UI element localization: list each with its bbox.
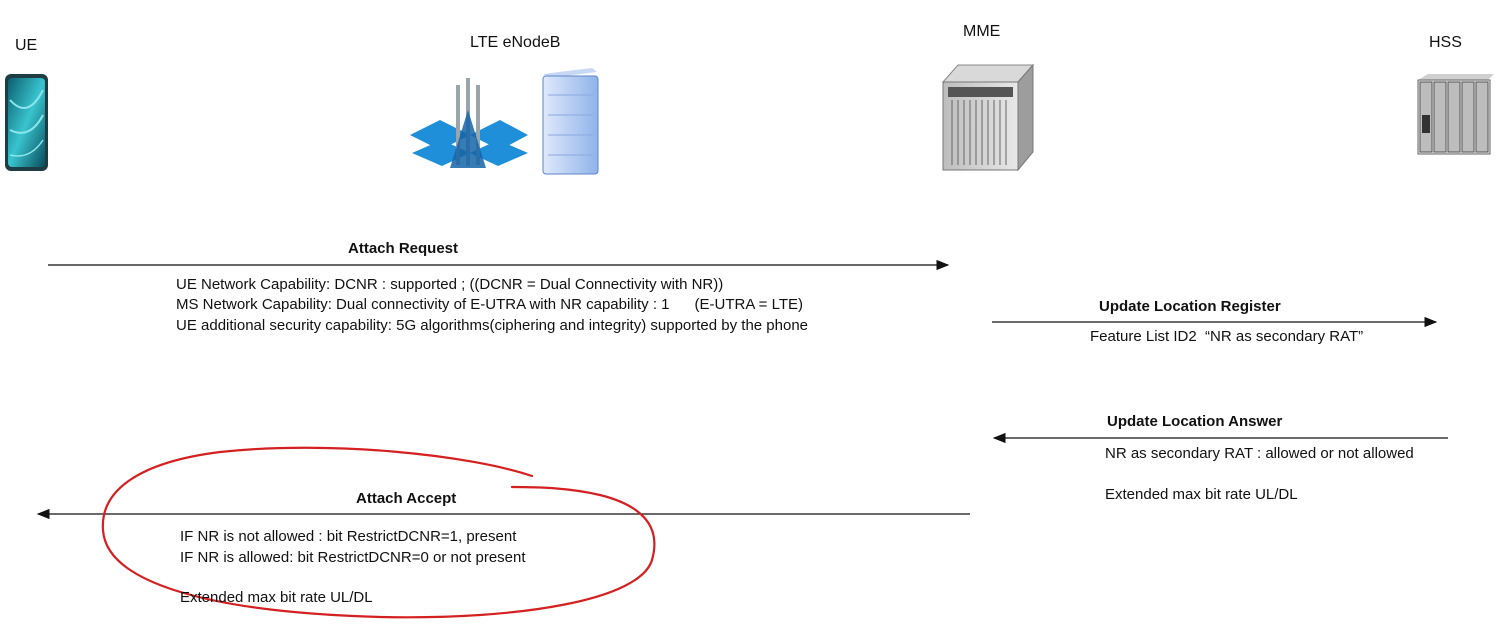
node-label-mme: MME: [963, 23, 1001, 40]
update-location-answer-title: Update Location Answer: [1107, 413, 1283, 430]
attach-request-line: UE Network Capability: DCNR : supported …: [176, 276, 724, 293]
attach-request-line: UE additional security capability: 5G al…: [176, 317, 809, 334]
attach-accept-title: Attach Accept: [356, 490, 457, 507]
update-location-answer-line: Extended max bit rate UL/DL: [1105, 486, 1298, 503]
node-label-hss: HSS: [1429, 34, 1462, 51]
update-location-register-title: Update Location Register: [1099, 298, 1281, 315]
attach-request-line: MS Network Capability: Dual connectivity…: [176, 296, 803, 313]
attach-request-title: Attach Request: [348, 240, 459, 257]
attach-accept-line: Extended max bit rate UL/DL: [180, 589, 373, 606]
server-icon: [542, 68, 599, 175]
phone-icon: [5, 74, 48, 171]
hss-rack-icon: [1417, 74, 1494, 155]
node-label-enodeb: LTE eNodeB: [470, 34, 561, 51]
update-location-answer-line: NR as secondary RAT : allowed or not all…: [1105, 445, 1414, 462]
node-label-ue: UE: [15, 37, 38, 54]
attach-accept-line: IF NR is allowed: bit RestrictDCNR=0 or …: [180, 549, 526, 566]
update-location-register-line: Feature List ID2 “NR as secondary RAT”: [1090, 328, 1364, 345]
attach-accept-line: IF NR is not allowed : bit RestrictDCNR=…: [180, 528, 517, 545]
mme-chassis-icon: [941, 63, 1035, 172]
red-annotation-circle: [101, 446, 656, 619]
antenna-icon: [410, 78, 528, 168]
